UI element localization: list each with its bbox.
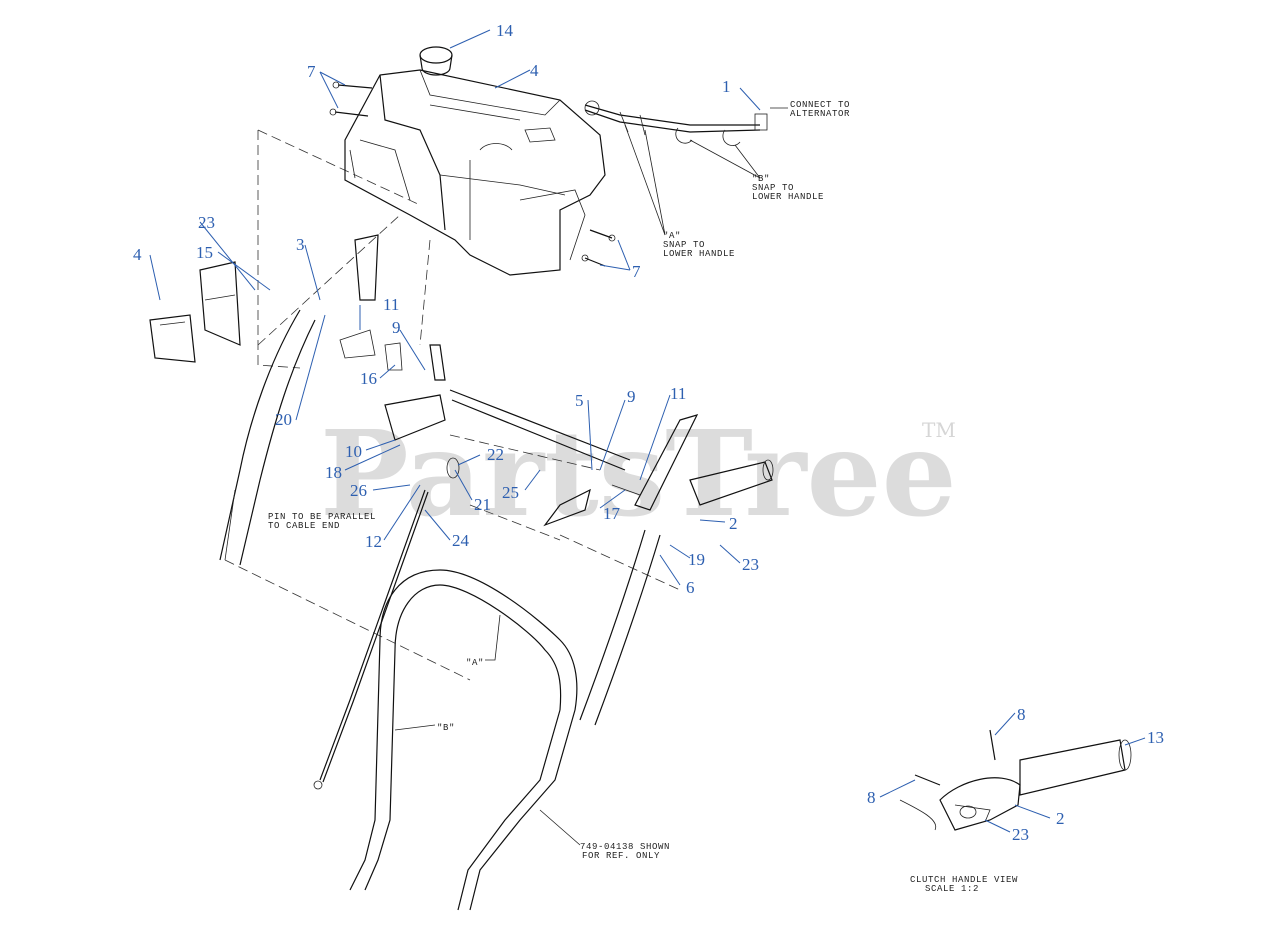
note-clutch-2: SCALE 1:2 [925, 884, 979, 894]
note-alternator-2: ALTERNATOR [790, 109, 850, 119]
callout-23: 23 [1012, 825, 1029, 844]
callout-23: 23 [742, 555, 759, 574]
callout-8: 8 [1017, 705, 1026, 724]
notes: CONNECT TO ALTERNATOR "B" SNAP TO LOWER … [268, 100, 1018, 894]
leader-lines [149, 29, 1146, 833]
screws-7-right [581, 229, 616, 267]
callout-22: 22 [487, 445, 504, 464]
watermark-trademark: TM [922, 418, 956, 442]
callout-4: 4 [530, 61, 539, 80]
shift-assembly [339, 329, 641, 527]
note-mark-a: "A" [466, 658, 484, 668]
callout-4: 4 [133, 245, 142, 264]
callout-2: 2 [729, 514, 738, 533]
note-snap-b-1: "B" [752, 174, 770, 184]
callout-13: 13 [1147, 728, 1164, 747]
upper-handles [219, 234, 774, 566]
note-mark-b: "B" [437, 723, 455, 733]
callout-16: 16 [360, 369, 377, 388]
note-ref-2: FOR REF. ONLY [582, 851, 660, 861]
cable-24 [313, 489, 429, 790]
callout-23: 23 [198, 213, 215, 232]
callout-6: 6 [686, 578, 695, 597]
callout-20: 20 [275, 410, 292, 429]
screws-7-top [329, 81, 373, 117]
callout-15: 15 [196, 243, 213, 262]
note-pin-1: PIN TO BE PARALLEL [268, 512, 376, 522]
callout-7: 7 [632, 262, 641, 281]
callout-2: 2 [1056, 809, 1065, 828]
watermark: PartsTree TM [320, 404, 957, 543]
callout-8: 8 [867, 788, 876, 807]
note-clutch-1: CLUTCH HANDLE VIEW [910, 875, 1018, 885]
callout-10: 10 [345, 442, 362, 461]
lower-handle [224, 489, 661, 911]
callout-11: 11 [670, 384, 686, 403]
watermark-brand: PartsTree [320, 404, 957, 543]
callout-25: 25 [502, 483, 519, 502]
note-snap-a-2: SNAP TO [663, 240, 705, 250]
callout-1: 1 [722, 77, 731, 96]
note-snap-b-3: LOWER HANDLE [752, 192, 824, 202]
callout-18: 18 [325, 463, 342, 482]
callout-9: 9 [627, 387, 636, 406]
note-leaders [394, 107, 788, 846]
callout-21: 21 [474, 495, 491, 514]
callout-14: 14 [496, 21, 514, 40]
note-snap-a-3: LOWER HANDLE [663, 249, 735, 259]
wire-harness [584, 100, 768, 146]
callouts: 14 4 7 1 7 23 4 15 3 11 9 16 20 10 18 26… [133, 21, 1164, 844]
line-art [149, 46, 1132, 911]
note-pin-2: TO CABLE END [268, 521, 340, 531]
callout-9: 9 [392, 318, 401, 337]
callout-5: 5 [575, 391, 584, 410]
callout-3: 3 [296, 235, 305, 254]
note-alternator-1: CONNECT TO [790, 100, 850, 110]
callout-12: 12 [365, 532, 382, 551]
control-panel [344, 46, 606, 276]
note-ref-1: 749-04138 SHOWN [580, 842, 670, 852]
left-bracket [149, 261, 241, 363]
note-snap-a-1: "A" [663, 231, 681, 241]
callout-19: 19 [688, 550, 705, 569]
callout-24: 24 [452, 531, 470, 550]
callout-26: 26 [350, 481, 367, 500]
clutch-handle-view [899, 729, 1132, 831]
callout-17: 17 [603, 504, 621, 523]
construction-lines [224, 129, 681, 681]
note-snap-b-2: SNAP TO [752, 183, 794, 193]
callout-7: 7 [307, 62, 316, 81]
callout-11: 11 [383, 295, 399, 314]
